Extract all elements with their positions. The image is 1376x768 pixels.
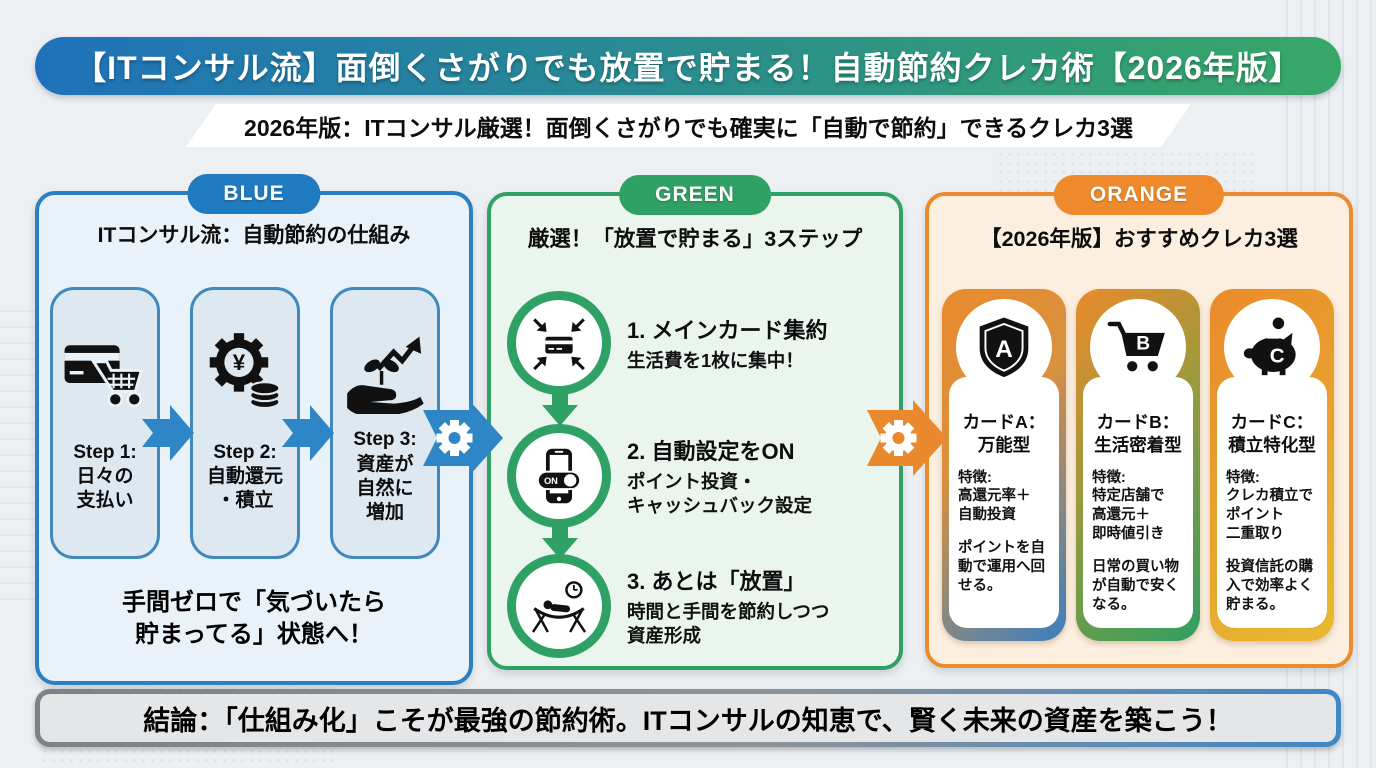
card-c-desc: 投資信託の購入で効率よく貯まる。 [1226, 558, 1313, 613]
green-step-1-heading: 1. メインカード集約 [627, 317, 828, 343]
orange-panel-title: 【2026年版】おすすめクレカ3選 [980, 227, 1298, 251]
blue-step-3-label: Step 3: 資産が 自然に 増加 [353, 429, 417, 524]
hammock-relax-icon [531, 581, 587, 633]
blue-badge: BLUE [187, 174, 321, 214]
green-step-2-heading: 2. 自動設定をON [627, 438, 795, 464]
credit-card-cart-icon [64, 345, 144, 408]
card-c: C カードC： 積立特化型 特徴: クレカ積立で ポイント 二重取り 投資信託の… [1210, 289, 1334, 641]
green-step-1-circle [507, 291, 611, 395]
subtitle-bar: 2026年版：ITコンサル厳選！面倒くさがりでも確実に「自動で節約」できるクレカ… [186, 104, 1191, 147]
card-b-desc: 日常の買い物が自動で安くなる。 [1092, 558, 1179, 613]
green-step-3-row: 3. あとは「放置」 時間と手間を節約しつつ 資産形成 [507, 551, 889, 661]
green-step-2-row: ON 2. 自動設定をON ポイント投資・ キャッシュバック設定 [507, 421, 889, 531]
card-a: A カードA： 万能型 特徴: 高還元率＋ 自動投資 ポイントを自動で運用へ回せ… [942, 289, 1066, 641]
piggy-bank-icon: C [1243, 317, 1296, 376]
blue-step-2-label: Step 2: 自動還元 ・積立 [206, 441, 283, 512]
blue-step-2-card: ¥ Step 2: 自動還元 ・積立 [190, 287, 300, 559]
card-a-feature: 特徴: 高還元率＋ 自動投資 [958, 469, 1031, 524]
arrow-down-icon [542, 392, 578, 426]
conclusion-text: 結論：「仕組み化」こそが最強の節約術。ITコンサルの知恵で、賢く未来の資産を築こ… [143, 705, 1233, 736]
card-consolidate-icon [533, 318, 585, 371]
arrow-right-icon [282, 405, 334, 461]
blue-panel-title: ITコンサル流：自動節約の仕組み [97, 224, 411, 247]
card-c-icon-circle: C [1224, 299, 1320, 395]
shield-icon: A [979, 317, 1029, 378]
card-c-title: カードC： 積立特化型 [1228, 412, 1316, 455]
gear-arrow-orange-icon [867, 400, 947, 476]
blue-panel-footer: 手間ゼロで「気づいたら 貯まってる」状態へ！ [122, 589, 386, 649]
subtitle-text: 2026年版：ITコンサル厳選！面倒くさがりでも確実に「自動で節約」できるクレカ… [244, 114, 1133, 141]
card-a-body: カードA： 万能型 特徴: 高還元率＋ 自動投資 ポイントを自動で運用へ回せる。 [949, 377, 1059, 628]
card-a-desc: ポイントを自動で運用へ回せる。 [958, 540, 1045, 594]
green-step-2-circle: ON [507, 424, 611, 528]
card-b-letter: B [1136, 334, 1150, 355]
arrow-down-icon [542, 525, 578, 559]
green-step-1-row: 1. メインカード集約 生活費を1枚に集中！ [507, 288, 889, 398]
green-panel: GREEN 厳選！「放置で貯まる」3ステップ 1. メインカード集約 生活費 [487, 175, 903, 670]
title-banner: 【ITコンサル流】面倒くさがりでも放置で貯まる！自動節約クレカ術【2026年版】 [35, 37, 1341, 95]
orange-badge: ORANGE [1053, 175, 1225, 215]
yen-symbol: ¥ [233, 350, 246, 375]
card-a-title: カードA： 万能型 [962, 412, 1046, 455]
phone-toggle-on-icon: ON [536, 448, 582, 504]
card-b-title: カードB： 生活密着型 [1094, 412, 1182, 455]
green-step-1-sub: 生活費を1枚に集中！ [627, 349, 804, 371]
background-circuit-pattern [0, 300, 40, 600]
conclusion-bar: 結論：「仕組み化」こそが最強の節約術。ITコンサルの知恵で、賢く未来の資産を築こ… [35, 689, 1341, 747]
green-step-3-sub: 時間と手間を節約しつつ 資産形成 [627, 600, 830, 646]
card-c-feature: 特徴: クレカ積立で ポイント 二重取り [1226, 469, 1313, 543]
card-c-letter: C [1270, 344, 1285, 367]
shopping-cart-icon: B [1107, 321, 1165, 372]
conclusion-inner: 結論：「仕組み化」こそが最強の節約術。ITコンサルの知恵で、賢く未来の資産を築こ… [40, 694, 1336, 742]
green-step-2-sub: ポイント投資・ キャッシュバック設定 [627, 470, 813, 516]
card-a-icon-circle: A [956, 299, 1052, 395]
green-step-3-circle [507, 554, 611, 658]
card-a-letter: A [995, 336, 1013, 363]
blue-step-1-label: Step 1: 日々の 支払い [73, 441, 137, 512]
hand-plant-growth-icon [347, 336, 424, 414]
card-b-feature: 特徴: 特定店舗で 高還元＋ 即時値引き [1092, 469, 1165, 543]
green-panel-title: 厳選！「放置で貯まる」3ステップ [527, 227, 863, 251]
card-b: B カードB： 生活密着型 特徴: 特定店舗で 高還元＋ 即時値引き 日常の買い… [1076, 289, 1200, 641]
toggle-on-label: ON [544, 476, 558, 486]
card-b-icon-circle: B [1090, 299, 1186, 395]
gear-arrow-blue-icon [423, 400, 503, 476]
green-badge: GREEN [619, 175, 771, 215]
blue-panel: BLUE ITコンサル流：自動節約の仕組み Step 1: 日々の 支払い [35, 174, 473, 685]
card-b-body: カードB： 生活密着型 特徴: 特定店舗で 高還元＋ 即時値引き 日常の買い物が… [1083, 377, 1193, 628]
page-title: 【ITコンサル流】面倒くさがりでも放置で貯まる！自動節約クレカ術【2026年版】 [74, 50, 1302, 86]
gear-yen-coins-icon: ¥ [209, 333, 281, 410]
green-step-3-heading: 3. あとは「放置」 [627, 568, 806, 594]
card-c-body: カードC： 積立特化型 特徴: クレカ積立で ポイント 二重取り 投資信託の購入… [1217, 377, 1327, 628]
orange-panel: ORANGE 【2026年版】おすすめクレカ3選 A カードA： 万能型 特徴:… [925, 175, 1353, 668]
blue-step-3-card: Step 3: 資産が 自然に 増加 [330, 287, 440, 559]
arrow-right-icon [142, 405, 194, 461]
